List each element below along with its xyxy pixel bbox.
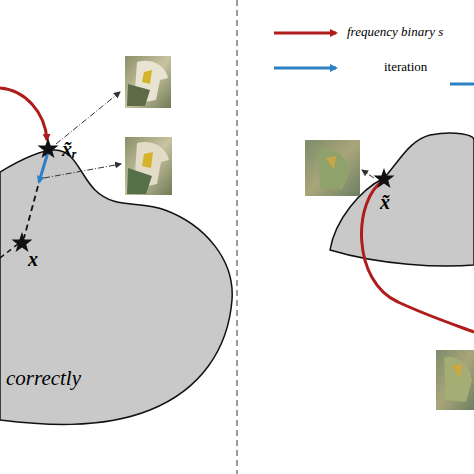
- legend-text: frequency binary s: [347, 24, 443, 40]
- red-arrow: [0, 88, 47, 140]
- legend-text: iteration: [384, 59, 427, 75]
- region-label: x: [28, 248, 38, 271]
- eagle-thumbnail: [125, 56, 171, 108]
- legend-red-arrow: [274, 32, 336, 35]
- point-label: x̃ᵣ: [62, 138, 76, 161]
- leader-arrow: [56, 92, 120, 144]
- panel-divider: [236, 0, 238, 474]
- legend-blue-arrow: [274, 67, 336, 70]
- region-label: correctly: [6, 366, 81, 391]
- blue-arrow: [450, 83, 474, 86]
- eagle-thumbnail: [125, 137, 172, 195]
- leader-arrow: [362, 170, 374, 178]
- decision-region: x correctly: [0, 140, 240, 440]
- region-label: x̃: [380, 191, 390, 214]
- region-outline: [0, 140, 240, 440]
- parrot-thumbnail: [436, 350, 474, 410]
- parrot-thumbnail: [305, 140, 360, 196]
